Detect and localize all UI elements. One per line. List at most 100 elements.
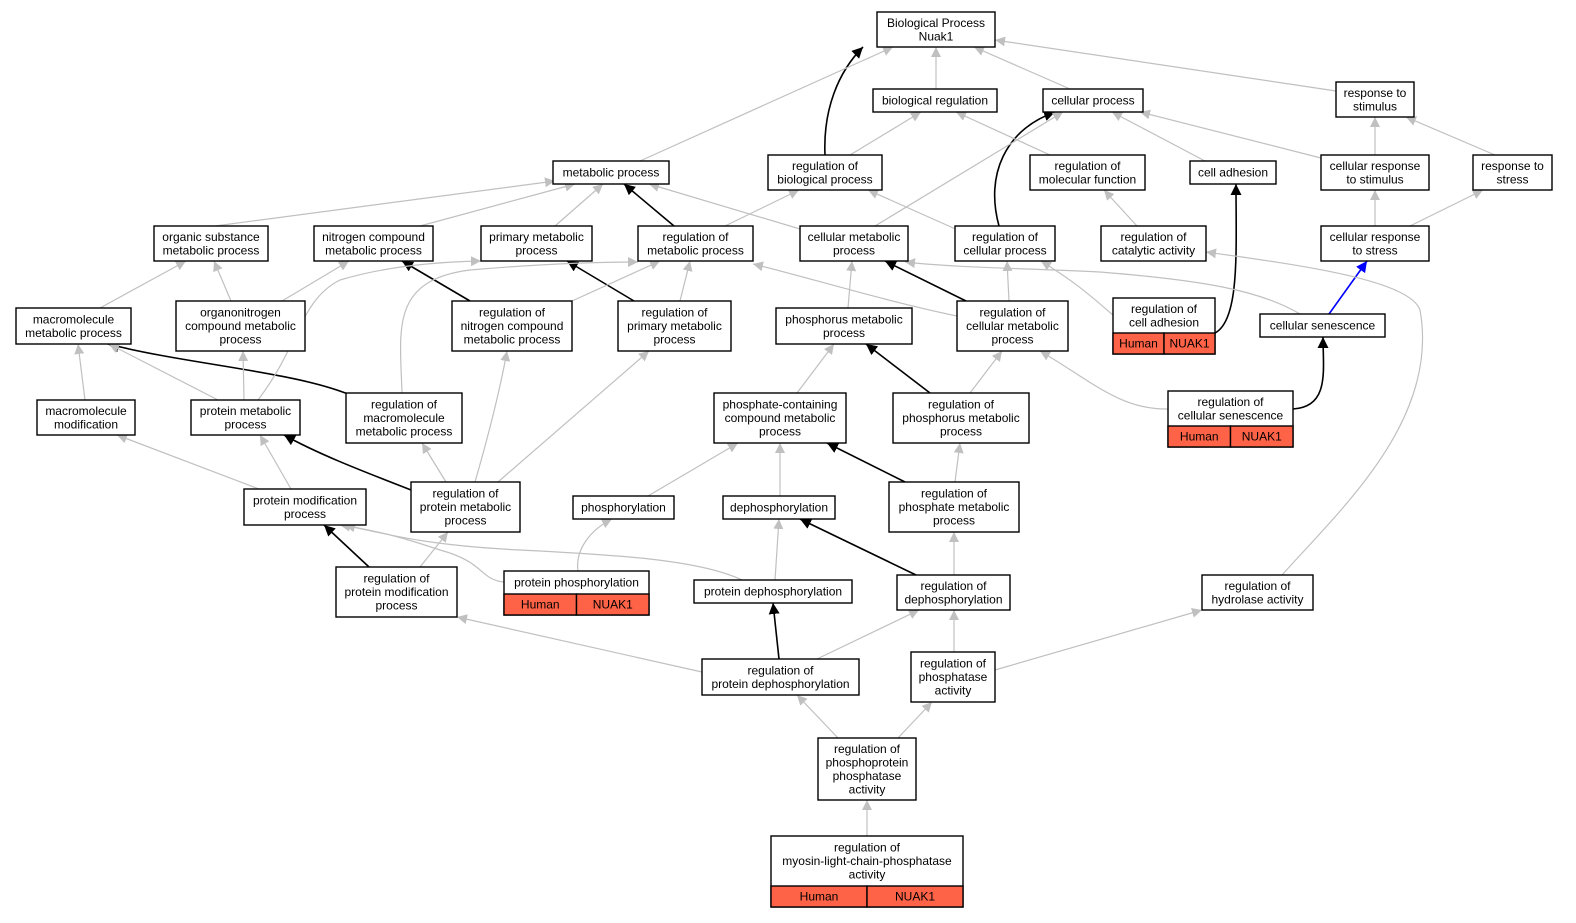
edge-ncmp-to-mp [419, 181, 576, 227]
edge-pmod-to-mm [116, 433, 260, 490]
node-box [876, 11, 996, 48]
node-label-line: cellular metabolic [966, 319, 1059, 333]
edge-rcmp-to-rmp [752, 261, 958, 317]
node-box [817, 737, 917, 801]
node-label-line: primary metabolic [489, 230, 584, 244]
node-breg[interactable]: biological regulation [872, 88, 998, 113]
edge-prmp-to-mmp [108, 343, 219, 401]
node-label-line: regulation of [920, 579, 987, 593]
node-label-line: process [933, 514, 975, 528]
node-label-line: metabolic process [325, 243, 422, 257]
edge-pdephos-to-pmod [344, 522, 743, 581]
node-label-line: cell adhesion [1198, 166, 1268, 180]
edge-rphmp-to-rcmp [969, 350, 1003, 394]
edge-rmp-to-rbp [724, 189, 800, 227]
annotation-gene: NUAK1 [593, 598, 633, 612]
node-label-line: process [515, 243, 557, 257]
node-dephos[interactable]: dephosphorylation [722, 495, 836, 520]
node-box [872, 88, 998, 113]
node-mp[interactable]: metabolic process [552, 160, 670, 185]
node-pdephos[interactable]: protein dephosphorylation [693, 579, 853, 604]
node-label-line: dephosphorylation [904, 592, 1002, 606]
node-label-line: regulation of [928, 398, 995, 412]
node-box [767, 154, 883, 191]
node-label-line: regulation of [662, 230, 729, 244]
node-label-line: process [444, 514, 486, 528]
edges-layer [74, 36, 1496, 836]
edge-rbp-to-bp [824, 46, 864, 156]
node-rmlcpa[interactable]: regulation ofmyosin-light-chain-phosphat… [770, 835, 964, 908]
edge-rca-to-rmf [1103, 189, 1138, 227]
edge-crst-to-rtst [1409, 189, 1484, 227]
node-box [701, 658, 860, 696]
node-label-line: metabolic process [25, 326, 122, 340]
node-label-line: protein metabolic [200, 404, 291, 418]
node-cs[interactable]: cellular senescence [1259, 313, 1386, 338]
edge-rpdephos-to-rpmod [456, 614, 703, 673]
node-label-line: cellular response [1330, 230, 1421, 244]
node-box [1100, 225, 1207, 262]
node-rppa[interactable]: regulation ofphosphoproteinphosphataseac… [817, 737, 917, 801]
node-ca[interactable]: cell adhesion [1189, 160, 1277, 185]
node-label-line: metabolic process [647, 243, 744, 257]
node-label-line: dephosphorylation [730, 501, 828, 515]
node-cp[interactable]: cellular process [1042, 88, 1144, 113]
annotation-cell [1163, 332, 1216, 355]
node-label-line: regulation of [834, 742, 901, 756]
edge-rppa-to-rpdephos [796, 694, 839, 739]
node-label-line: phosphate metabolic [899, 500, 1010, 514]
edge-rmp-to-mp [623, 183, 675, 227]
edge-rcad-to-ca [1214, 183, 1242, 334]
node-label-line: activity [849, 868, 886, 882]
edge-pdephos-to-dephos [773, 518, 784, 581]
node-label-line: metabolic process [563, 166, 660, 180]
edge-rcp-to-rbp [867, 189, 961, 232]
node-label-line: process [823, 326, 865, 340]
node-label-line: stress [1496, 172, 1528, 186]
edge-rprmp-to-rpmp [497, 350, 650, 483]
node-box [572, 495, 675, 520]
node-phos[interactable]: phosphorylation [572, 495, 675, 520]
edge-prmp-to-oncmp [238, 350, 249, 401]
edge-cs-to-crst [1328, 260, 1368, 315]
node-box [888, 481, 1020, 533]
edge-rppa-to-rpa [897, 701, 933, 739]
